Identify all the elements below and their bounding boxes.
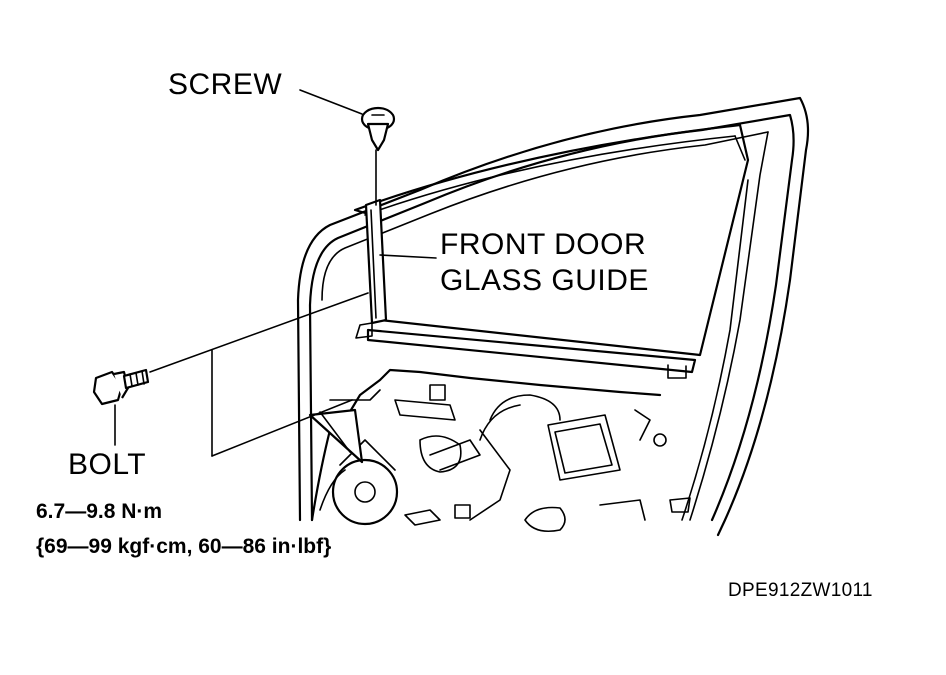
inner-door-panel xyxy=(310,368,691,533)
front-door-glass-guide xyxy=(355,198,388,339)
torque-spec-line2: {69—99 kgf·cm, 60—86 in·lbf} xyxy=(36,535,332,558)
leader-lines xyxy=(114,89,437,457)
window-glass xyxy=(353,123,750,357)
figure-code: DPE912ZW1011 xyxy=(728,580,873,601)
guide-bracket xyxy=(308,408,364,464)
bolt-icon xyxy=(92,368,150,406)
screw-label: SCREW xyxy=(168,68,283,101)
glass-channel xyxy=(366,328,697,379)
bolt-label: BOLT xyxy=(68,448,147,481)
torque-spec-line1: 6.7—9.8 N·m xyxy=(36,500,163,523)
door-frame xyxy=(296,96,810,537)
speaker xyxy=(331,439,399,526)
guide-label-line2: GLASS GUIDE xyxy=(440,264,649,297)
guide-label-line1: FRONT DOOR xyxy=(440,228,647,261)
screw-icon xyxy=(360,106,396,206)
